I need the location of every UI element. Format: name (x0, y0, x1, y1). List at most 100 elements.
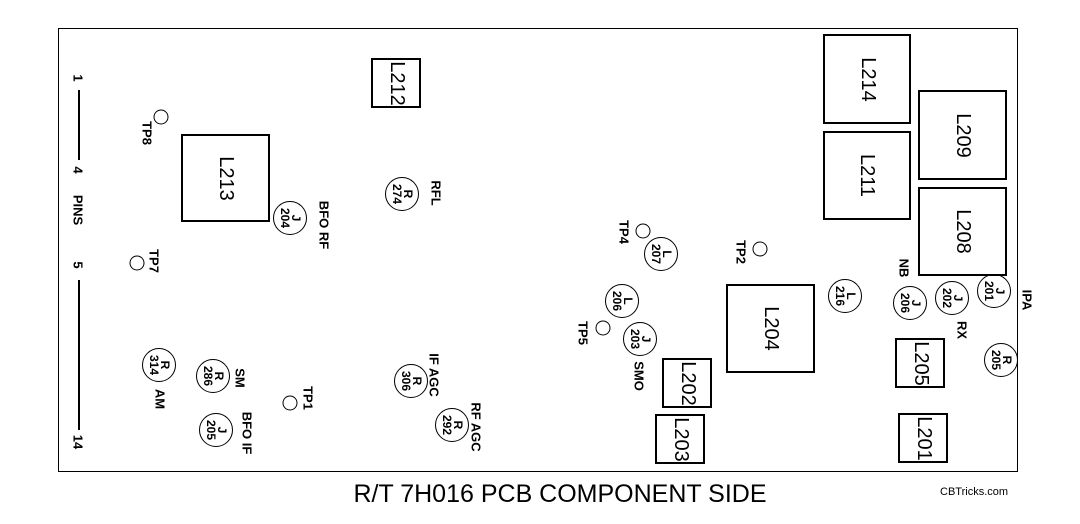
inductor-label: L209 (952, 112, 974, 158)
test-point-tp4 (635, 223, 651, 239)
function-label-rx: RX (954, 320, 970, 340)
inductor-label: L201 (912, 415, 935, 461)
pin-4-label: 4 (70, 166, 86, 174)
function-label-am: AM (152, 388, 168, 410)
function-label-sm: SM (232, 368, 248, 388)
inductor-label: L203 (669, 416, 692, 462)
pcb-outline (58, 28, 1018, 472)
inductor-l208: L208 (918, 187, 1007, 276)
inductor-label: L212 (385, 60, 408, 106)
test-point-tp8 (153, 109, 169, 125)
inductor-l205: L205 (895, 338, 945, 388)
inductor-l214: L214 (823, 34, 911, 124)
test-point-tp5 (595, 320, 611, 336)
component-number: 314 (147, 354, 161, 376)
function-label-bfoif: BFO IF (239, 411, 255, 455)
pin-5-label: 5 (70, 261, 86, 269)
function-label-ifagc: IF AGC (426, 353, 442, 397)
inductor-l204: L204 (726, 284, 815, 373)
test-point-tp2 (752, 241, 768, 257)
test-point-tp1 (282, 395, 298, 411)
inductor-l201: L201 (898, 413, 948, 463)
component-number: 202 (940, 287, 954, 309)
connector-line-bottom (78, 280, 80, 430)
inductor-l203: L203 (655, 414, 705, 464)
inductor-l209: L209 (918, 90, 1007, 180)
inductor-l213: L213 (181, 134, 270, 222)
component-number: 205 (989, 349, 1003, 371)
inductor-label: L213 (215, 155, 237, 201)
component-number: 274 (390, 183, 404, 205)
component-number: 201 (982, 280, 996, 302)
function-label-nb: NB (896, 258, 912, 278)
test-point-tp7 (129, 255, 145, 271)
function-label-ipa: IPA (1019, 289, 1035, 311)
test-point-label: TP8 (139, 121, 155, 145)
test-point-label: TP5 (575, 321, 591, 345)
function-label-rfl: RFL (428, 180, 444, 206)
test-point-label: TP1 (300, 386, 316, 410)
pins-label: PINS (70, 194, 86, 226)
test-point-label: TP4 (616, 220, 632, 244)
inductor-label: L208 (952, 209, 974, 254)
inductor-label: L205 (909, 340, 932, 386)
function-label-rfagc: RF AGC (468, 402, 484, 452)
function-label-smo: SMO (631, 361, 647, 391)
inductor-l212: L212 (371, 58, 421, 108)
credit-text: CBTricks.com (940, 486, 1009, 498)
inductor-l211: L211 (823, 131, 911, 220)
component-number: 216 (833, 285, 847, 307)
test-point-label: TP7 (146, 249, 162, 273)
component-number: 206 (610, 290, 624, 312)
inductor-l202: L202 (662, 358, 712, 408)
inductor-label: L202 (676, 360, 699, 406)
pin-14-label: 14 (70, 434, 86, 450)
test-point-label: TP2 (733, 240, 749, 264)
inductor-label: L211 (856, 153, 879, 198)
connector-line-top (78, 90, 80, 160)
component-number: 203 (628, 328, 642, 350)
function-label-bforf: BFO RF (316, 200, 332, 250)
component-number: 292 (440, 414, 454, 436)
component-number: 205 (204, 419, 218, 441)
component-number: 207 (649, 243, 663, 265)
inductor-label: L204 (760, 306, 782, 351)
component-number: 286 (201, 365, 215, 387)
inductor-label: L214 (856, 56, 879, 102)
diagram-title: R/T 7H016 PCB COMPONENT SIDE (353, 480, 767, 508)
component-number: 206 (898, 292, 912, 314)
component-number: 204 (278, 207, 292, 229)
component-number: 306 (399, 370, 413, 392)
pin-1-label: 1 (70, 74, 86, 82)
